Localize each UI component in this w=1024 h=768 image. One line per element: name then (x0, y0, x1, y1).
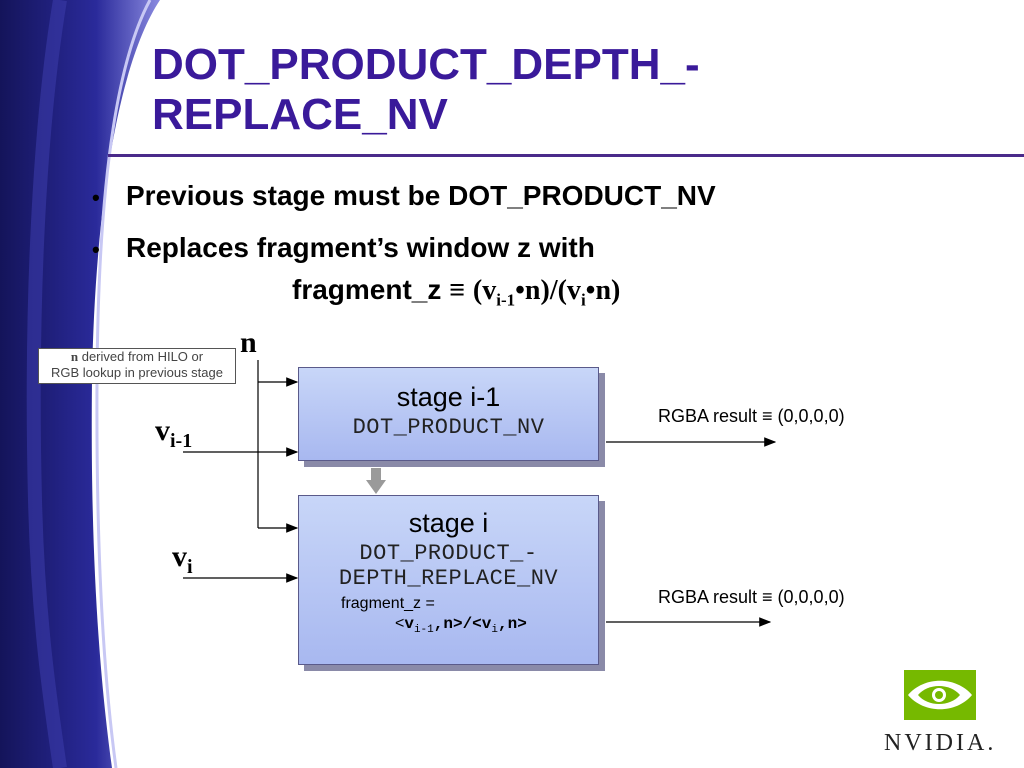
f-open: < (395, 615, 405, 632)
stage-cur-box: stage i DOT_PRODUCT_- DEPTH_REPLACE_NV f… (298, 495, 599, 665)
stage-prev-box: stage i-1 DOT_PRODUCT_NV (298, 367, 599, 461)
bullet-marker: • (92, 185, 100, 210)
equiv-symbol: ≡ (449, 275, 466, 306)
bullet-marker: • (92, 237, 100, 262)
formula-mid: •n)/(v (515, 275, 581, 306)
f-close: ,n> (498, 615, 527, 633)
stage-cur-mode-line2: DEPTH_REPLACE_NV (338, 566, 559, 591)
note-bold-n: n (70, 349, 79, 364)
f-sub2: i (491, 624, 498, 637)
nvidia-logo-text: NVIDIA. (884, 730, 997, 756)
bullet-text: Previous stage must be DOT_PRODUCT_NV (126, 180, 716, 211)
formula-sub: i-1 (496, 290, 516, 310)
input-n-label: n (240, 326, 257, 359)
note-line: n derived from HILO or (39, 349, 235, 365)
formula-line: fragment_z ≡ (vi-1•n)/(vi•n) (292, 274, 620, 311)
note-text: derived from HILO or (78, 349, 204, 364)
stage-chain-arrow (366, 468, 386, 494)
nvidia-eye-logo-icon (904, 670, 976, 720)
stage-prev-title: stage i-1 (396, 382, 501, 412)
bullet-text: Replaces fragment’s window z with (126, 232, 595, 263)
stage-prev-mode: DOT_PRODUCT_NV (352, 415, 545, 440)
bullet-item: • Replaces fragment’s window z with (92, 232, 595, 264)
rgba-result-prev: RGBA result ≡ (0,0,0,0) (658, 406, 845, 426)
var-v: v (155, 414, 170, 447)
bullet-item: • Previous stage must be DOT_PRODUCT_NV (92, 180, 716, 212)
slide-title: DOT_PRODUCT_DEPTH_-REPLACE_NV (152, 40, 700, 139)
var-sub: i-1 (170, 430, 193, 452)
input-v-prev-label: vi-1 (155, 414, 192, 453)
stage-cur-formula: <vi-1,n>/<vi,n> (395, 615, 598, 636)
rgba-result-cur: RGBA result ≡ (0,0,0,0) (658, 587, 845, 607)
f-mid: ,n>/< (433, 615, 482, 633)
var-sub: i (187, 556, 193, 578)
note-line: RGB lookup in previous stage (51, 365, 223, 380)
f-v2: v (481, 615, 492, 633)
formula-open: (v (472, 275, 497, 306)
input-v-cur-label: vi (172, 540, 193, 579)
var-v: v (172, 540, 187, 573)
f-sub1: i-1 (413, 624, 434, 637)
formula-lhs: fragment_z (292, 274, 442, 305)
title-divider (108, 154, 1024, 157)
stage-cur-formula-label: fragment_z = (341, 595, 435, 612)
n-source-note: n derived from HILO or RGB lookup in pre… (38, 348, 236, 384)
formula-close: •n) (585, 275, 621, 306)
f-v1: v (404, 615, 414, 633)
formula-sub: i (580, 290, 586, 310)
stage-cur-title: stage i (408, 508, 489, 538)
stage-cur-mode-line1: DOT_PRODUCT_- (359, 541, 538, 566)
